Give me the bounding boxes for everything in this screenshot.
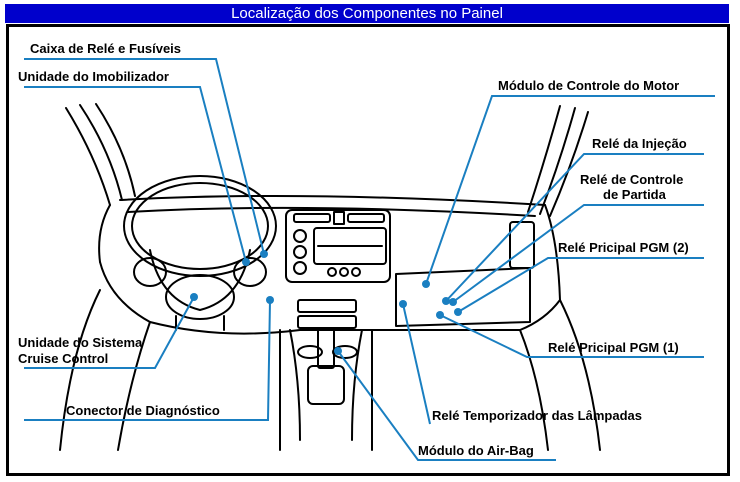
label-cruise-line1: Unidade do Sistema [18, 335, 143, 350]
label-caixa-rele: Caixa de Relé e Fusíveis [30, 41, 181, 56]
diagram-frame [6, 24, 730, 476]
marker-rele-pgm2 [454, 308, 462, 316]
label-rele-partida-line1: Relé de Controle [580, 172, 683, 187]
label-diagnostico: Conector de Diagnóstico [66, 403, 220, 418]
label-rele-injecao: Relé da Injeção [592, 136, 687, 151]
marker-rele-partida [449, 298, 457, 306]
leader-lines [24, 58, 715, 461]
marker-rele-injecao [442, 297, 450, 305]
marker-diagnostico [266, 296, 274, 304]
label-rele-pgm1: Relé Pricipal PGM (1) [548, 340, 679, 355]
component-markers [190, 250, 462, 355]
marker-temporizador [399, 300, 407, 308]
component-labels: Caixa de Relé e Fusíveis Unidade do Imob… [18, 41, 689, 458]
label-cruise-line2: Cruise Control [18, 351, 108, 366]
label-rele-pgm2: Relé Pricipal PGM (2) [558, 240, 689, 255]
label-temporizador: Relé Temporizador das Lâmpadas [432, 408, 642, 423]
marker-airbag [334, 347, 342, 355]
marker-cruise [190, 293, 198, 301]
dashboard-outline [59, 103, 601, 451]
label-modulo-motor: Módulo de Controle do Motor [498, 78, 679, 93]
label-rele-partida-line2: de Partida [603, 187, 667, 202]
marker-modulo-motor [422, 280, 430, 288]
label-airbag: Módulo do Air-Bag [418, 443, 534, 458]
marker-rele-pgm1 [436, 311, 444, 319]
diagram-title: Localização dos Componentes no Painel [5, 4, 729, 23]
marker-imobilizador [242, 258, 250, 266]
marker-caixa-rele [260, 250, 268, 258]
label-imobilizador: Unidade do Imobilizador [18, 69, 169, 84]
